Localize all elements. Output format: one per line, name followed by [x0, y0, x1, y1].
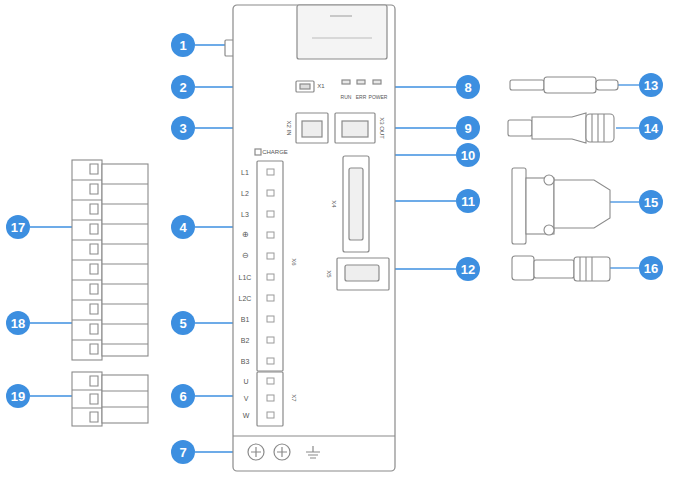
callout-text: 1 — [179, 38, 186, 53]
callout-number: 11 — [456, 189, 480, 213]
terminal-label: RUN — [341, 95, 352, 100]
callout-number: 4 — [171, 215, 195, 239]
callout-text: 6 — [179, 389, 186, 404]
callout-text: 13 — [644, 78, 658, 93]
callout-text: 7 — [179, 445, 186, 460]
callout-number: 12 — [456, 257, 480, 281]
callout-number: 19 — [6, 384, 30, 408]
callout-number: 3 — [171, 116, 195, 140]
terminal-label: L2C — [239, 295, 252, 302]
callout-text: 5 — [179, 316, 186, 331]
port-label: X4 — [331, 200, 337, 207]
callout-text: 10 — [461, 148, 475, 163]
terminal-label: L1 — [241, 169, 249, 176]
port-label: X7 — [291, 394, 297, 401]
callout-text: 4 — [179, 220, 186, 235]
callout-text: 15 — [644, 195, 658, 210]
drive-housing — [225, 5, 395, 471]
callout-number: 13 — [639, 73, 663, 97]
terminal-label: U — [243, 378, 248, 385]
callout-text: 8 — [464, 80, 471, 95]
callout-number: 14 — [639, 116, 663, 140]
callout-text: 2 — [179, 80, 186, 95]
callout-number: 17 — [6, 215, 30, 239]
callout-number: 7 — [171, 440, 195, 464]
callout-number: 8 — [456, 75, 480, 99]
port-label: X6 — [291, 258, 297, 265]
callout-text: 14 — [644, 121, 658, 136]
terminal-label: L3 — [241, 211, 249, 218]
terminal-label: L2 — [241, 190, 249, 197]
callout-text: 9 — [464, 121, 471, 136]
port-label: X5 — [326, 270, 332, 277]
port-label: X3 OUT — [379, 117, 385, 139]
terminal-label: ⊕ — [242, 231, 249, 239]
terminal-slots — [267, 169, 274, 418]
callout-number: 5 — [171, 311, 195, 335]
callout-text: 12 — [461, 262, 475, 277]
callout-number: 1 — [171, 33, 195, 57]
callout-number: 2 — [171, 75, 195, 99]
callout-text: 11 — [461, 194, 475, 209]
callout-number: 15 — [639, 190, 663, 214]
terminal-label: ERR — [356, 95, 367, 100]
accessory-connectors — [508, 77, 618, 281]
callout-number: 6 — [171, 384, 195, 408]
callout-text: 19 — [11, 389, 25, 404]
callout-text: 16 — [644, 261, 658, 276]
terminal-label: B3 — [241, 358, 250, 365]
terminal-label: X1 — [317, 83, 324, 89]
terminal-label: W — [243, 412, 250, 419]
callout-number: 18 — [6, 311, 30, 335]
terminal-label: CHARGE — [262, 149, 288, 155]
callout-number: 9 — [456, 116, 480, 140]
terminal-plugs — [72, 160, 148, 426]
callout-text: 17 — [11, 220, 25, 235]
callout-text: 3 — [179, 121, 186, 136]
callout-number: 16 — [639, 256, 663, 280]
callout-text: 18 — [11, 316, 25, 331]
port-label: X2 IN — [286, 120, 292, 135]
terminal-label: POWER — [369, 95, 388, 100]
terminal-label: V — [244, 395, 249, 402]
terminal-label: B2 — [241, 337, 250, 344]
callout-number: 10 — [456, 143, 480, 167]
terminal-label: L1C — [239, 274, 252, 281]
terminal-label: ⊖ — [242, 252, 249, 260]
terminal-label: B1 — [241, 316, 250, 323]
